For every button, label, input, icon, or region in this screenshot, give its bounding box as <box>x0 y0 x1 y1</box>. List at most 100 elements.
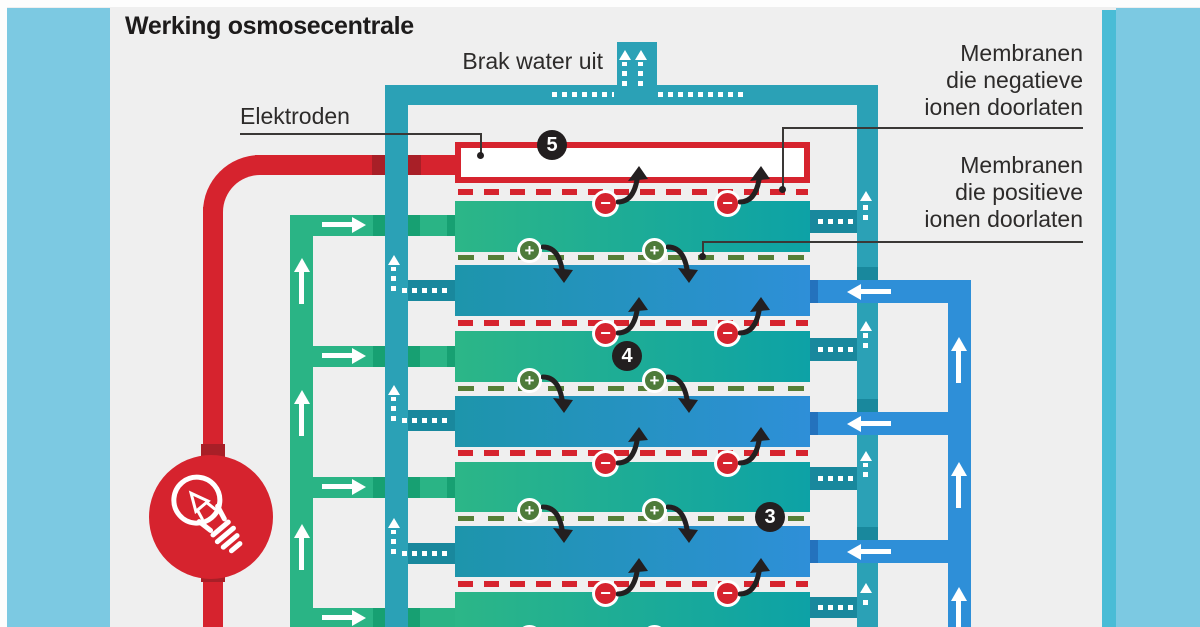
minus-ion-icon: − <box>714 450 741 477</box>
green-shadow <box>373 608 385 627</box>
membrane-positive <box>458 386 808 391</box>
stack-green-bar <box>455 201 810 252</box>
plus-ion-icon: + <box>517 498 542 523</box>
flow-dots <box>863 595 868 605</box>
flow-arrow-up <box>294 258 310 304</box>
ion-arrow-up <box>616 166 648 205</box>
ion-arrow-down <box>541 244 573 283</box>
flow-dots <box>391 397 396 421</box>
blue-shadow <box>810 540 818 563</box>
flow-dots <box>863 333 868 348</box>
flow-dots <box>622 62 627 86</box>
green-shadow <box>408 346 420 367</box>
green-shadow <box>408 477 420 498</box>
flow-arrow-up <box>951 587 967 627</box>
elektroden-label: Elektroden <box>240 103 350 129</box>
red-pipe-shadow-left <box>372 155 385 175</box>
flow-dots <box>552 92 614 97</box>
plus-ion-icon: + <box>642 368 667 393</box>
plus-ion-icon: + <box>517 238 542 263</box>
flow-dots <box>863 463 868 477</box>
red-pipe-shadow-right <box>408 155 421 175</box>
flow-dots <box>391 267 396 291</box>
teal-shadow <box>857 267 878 280</box>
teal-shadow <box>857 527 878 540</box>
minus-ion-icon: − <box>592 190 619 217</box>
right-cyan-strip <box>1102 10 1116 627</box>
teal-pipe-right <box>857 105 878 627</box>
minus-ion-icon: − <box>592 320 619 347</box>
ion-arrow-down <box>541 504 573 543</box>
stack-green-bar <box>455 462 810 512</box>
ion-arrow-up <box>738 558 770 597</box>
green-shadow <box>408 608 420 627</box>
red-pipe-bend <box>203 155 260 212</box>
step-badge-5: 5 <box>537 130 567 160</box>
flow-dots <box>658 92 746 97</box>
flow-dot-arrowhead <box>860 321 872 331</box>
ion-arrow-up <box>738 427 770 466</box>
membrane-positive <box>458 516 808 521</box>
green-shadow <box>373 477 385 498</box>
flow-dots <box>391 530 396 554</box>
elektroden-pointer-line <box>480 133 482 155</box>
flow-arrow-right <box>322 479 368 495</box>
plus-ion-icon: + <box>642 498 667 523</box>
minus-ion-icon: − <box>592 580 619 607</box>
ion-arrow-up <box>738 166 770 205</box>
membrane-positive-pointer <box>702 241 704 256</box>
membrane-negative-dot <box>779 186 786 193</box>
minus-ion-icon: − <box>714 580 741 607</box>
flow-arrow-left <box>845 544 891 560</box>
flow-arrow-left <box>845 284 891 300</box>
left-white-margin <box>0 0 7 627</box>
flow-dot-arrowhead <box>860 191 872 201</box>
green-shadow <box>373 215 385 236</box>
flow-arrow-up <box>294 524 310 570</box>
flow-dots <box>818 476 858 481</box>
flow-dot-arrowhead <box>388 518 400 528</box>
teal-shadow <box>857 399 878 412</box>
page-title: Werking osmosecentrale <box>125 12 414 40</box>
ion-arrow-up <box>616 427 648 466</box>
ion-arrow-up <box>616 297 648 336</box>
flow-dots <box>863 203 868 220</box>
elektroden-pointer-line <box>240 133 482 135</box>
step-badge-3: 3 <box>755 502 785 532</box>
flow-dots <box>402 288 448 293</box>
flow-dot-arrowhead <box>860 451 872 461</box>
elektroden-pointer-dot <box>477 152 484 159</box>
brackish-collector-bar <box>385 85 878 105</box>
membrane-positive-dot <box>699 253 706 260</box>
ion-arrow-down <box>666 374 698 413</box>
green-shadow <box>373 346 385 367</box>
stack-green-bar <box>455 592 810 627</box>
flow-dots <box>402 551 448 556</box>
minus-ion-icon: − <box>592 450 619 477</box>
green-shadow <box>447 346 455 367</box>
membrane-positive <box>458 255 808 260</box>
step-badge-4: 4 <box>612 341 642 371</box>
flow-arrow-right <box>322 217 368 233</box>
green-shadow <box>447 477 455 498</box>
membrane-negative-pointer <box>782 127 1083 129</box>
flow-dot-arrowhead <box>619 50 631 60</box>
left-water-panel <box>7 8 110 627</box>
flow-dots <box>402 418 448 423</box>
flow-dot-arrowhead <box>388 255 400 265</box>
flow-arrow-right <box>322 348 368 364</box>
ion-arrow-down <box>666 504 698 543</box>
membrane-negative-pointer <box>782 127 784 187</box>
membrane-positive-pointer <box>702 241 1083 243</box>
flow-arrow-right <box>322 610 368 626</box>
red-pipe-horizontal <box>255 155 455 175</box>
plus-ion-icon: + <box>517 368 542 393</box>
flow-dots <box>818 347 858 352</box>
flow-dots <box>818 605 858 610</box>
blue-shadow <box>810 280 818 303</box>
flow-dots <box>638 62 643 86</box>
flow-arrow-left <box>845 416 891 432</box>
top-white-margin <box>0 0 1200 7</box>
